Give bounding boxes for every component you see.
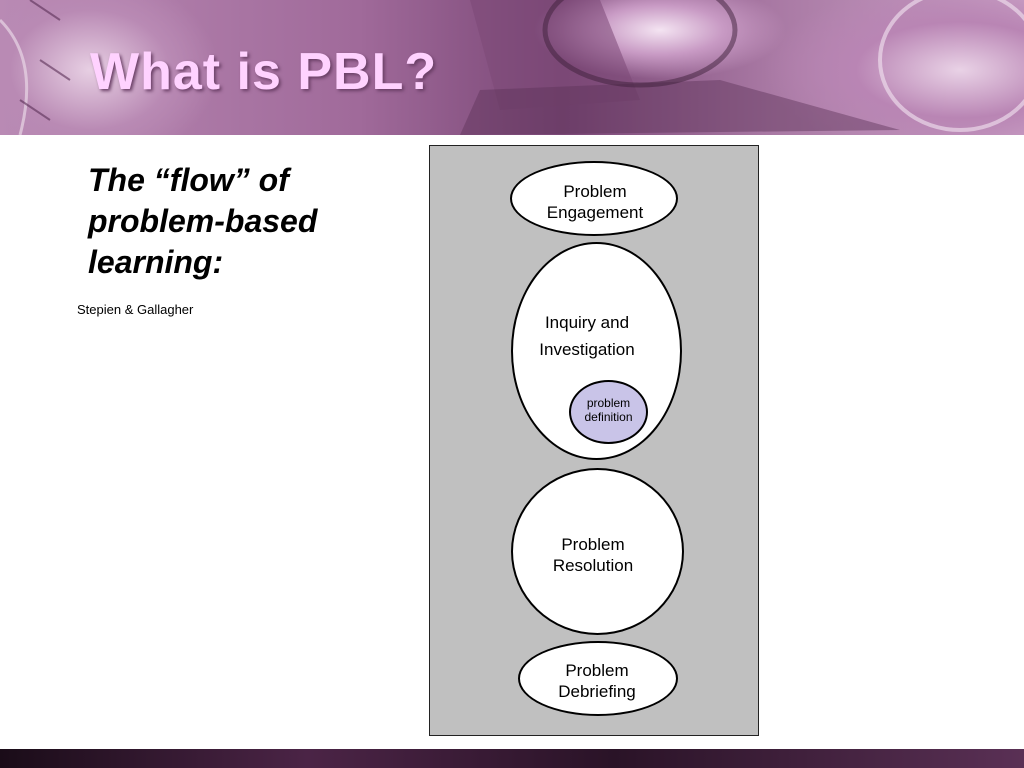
- node-label-line: Engagement: [546, 203, 644, 222]
- footer-strip: [0, 749, 1024, 768]
- node-problem-debriefing-label: Problem Debriefing: [532, 660, 662, 702]
- node-problem-resolution: [511, 468, 684, 635]
- node-problem-engagement-label: Problem Engagement: [530, 181, 660, 223]
- node-problem-debriefing: [518, 641, 678, 716]
- slide-heading: The “flow” of problem-based learning:: [88, 162, 318, 280]
- node-label-line: Problem: [565, 661, 629, 680]
- node-label-line: Problem: [561, 535, 625, 554]
- node-label-line: definition: [584, 410, 633, 424]
- node-label-line: Debriefing: [558, 682, 636, 701]
- node-label-line: Problem: [563, 182, 627, 201]
- source-citation: Stepien & Gallagher: [77, 302, 194, 317]
- node-problem-definition-label: problem definition: [569, 396, 648, 424]
- node-label-line: Inquiry and: [544, 313, 630, 332]
- node-inquiry-and-investigation-label: Inquiry and Investigation: [522, 309, 652, 363]
- node-label-line: Resolution: [552, 556, 634, 575]
- node-problem-resolution-label: Problem Resolution: [528, 534, 658, 576]
- header-banner: What is PBL?: [0, 0, 1024, 135]
- node-problem-engagement: [510, 161, 678, 236]
- node-label-line: problem: [586, 396, 631, 410]
- slide-title: What is PBL?: [90, 43, 438, 101]
- node-problem-definition: [569, 380, 648, 444]
- banner-decoration: [0, 0, 1024, 135]
- pbl-flow-diagram: Problem Engagement Inquiry and Investiga…: [429, 145, 759, 736]
- node-label-line: Investigation: [539, 340, 635, 359]
